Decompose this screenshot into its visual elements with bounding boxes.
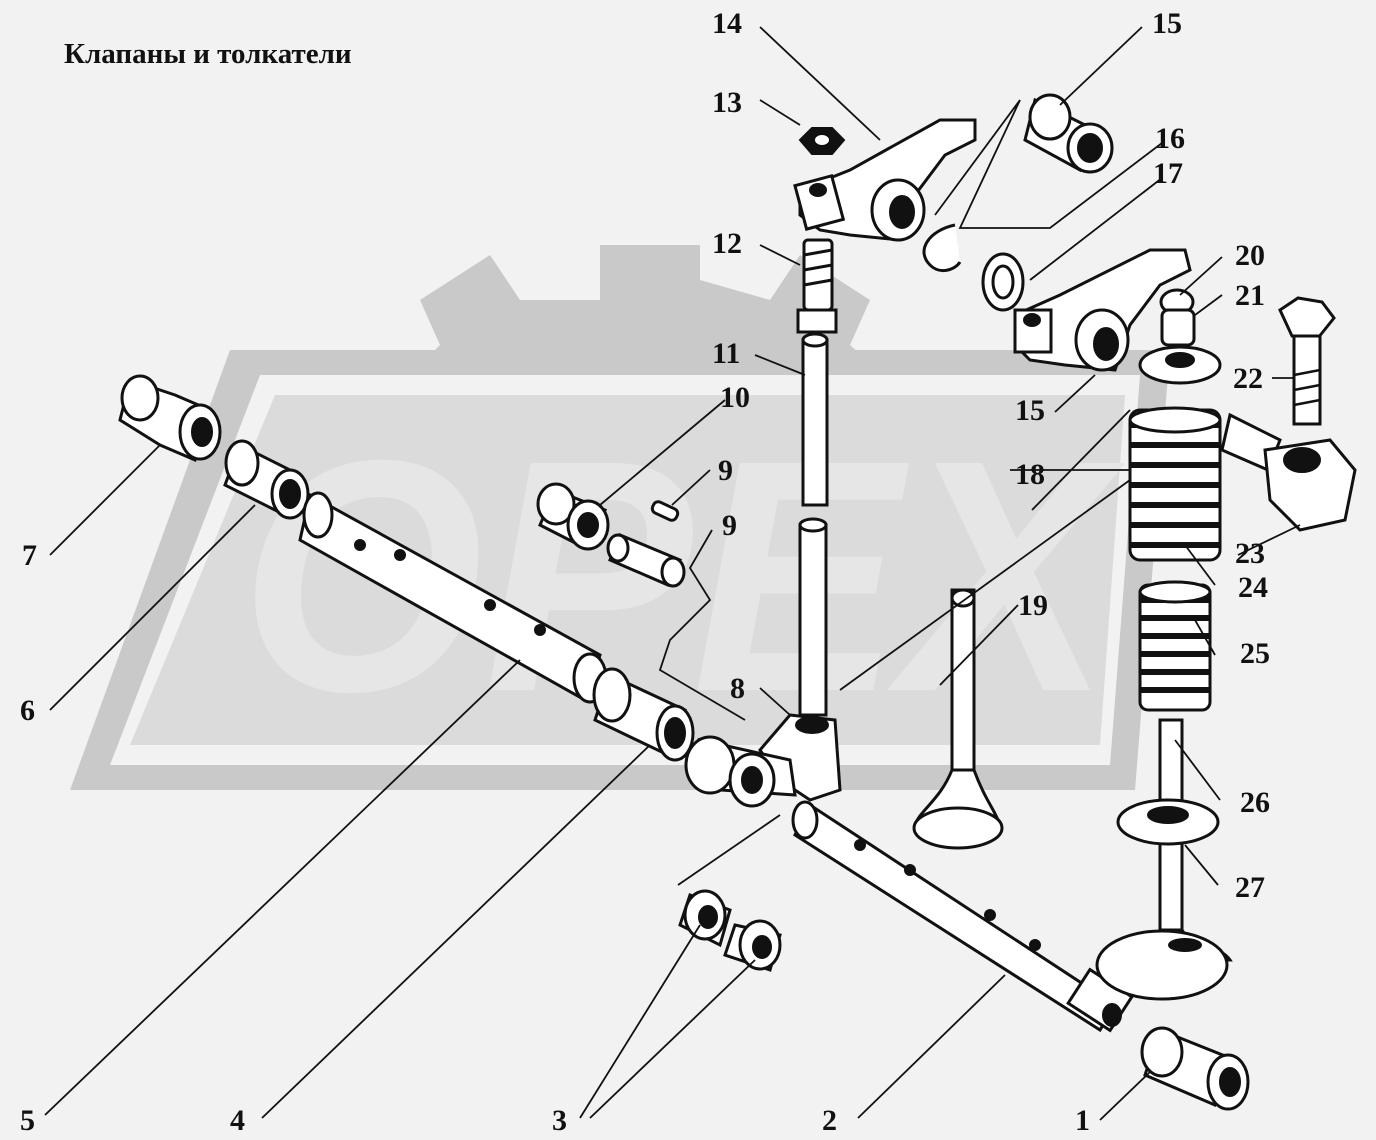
callout-8: 8 (730, 672, 745, 705)
callout-1: 1 (1075, 1104, 1090, 1137)
part-10-pin (650, 500, 680, 522)
part-14-nut (798, 127, 846, 155)
callout-24: 23 (1235, 537, 1265, 570)
callout-9: 9 (722, 509, 737, 542)
part-19-spring-plate (1138, 345, 1222, 385)
part-3-bushing-pair (678, 889, 782, 972)
part-20-valve (912, 588, 1004, 850)
part-13-adjusting-screw (796, 238, 838, 334)
callout-26: 25 (1240, 637, 1270, 670)
callout-6: 6 (20, 694, 35, 727)
callout-13: 12 (712, 227, 742, 260)
part-push-rod-lower (798, 517, 828, 717)
part-22-sleeve (1160, 308, 1196, 347)
part-17-retaining-ring (922, 223, 962, 273)
callout-7: 7 (22, 539, 37, 572)
part-4-spacer-sleeve (592, 667, 695, 762)
callout-28: 27 (1235, 871, 1265, 904)
callout-3: 3 (552, 1104, 567, 1137)
part-9-pin (606, 533, 686, 588)
part-25-outer-spring (1128, 406, 1222, 562)
callout-10: 9 (718, 454, 733, 487)
callout-17: 16 (1155, 122, 1185, 155)
callout-27: 26 (1240, 786, 1270, 819)
callout-16: 15 (1152, 7, 1182, 40)
callout-25: 24 (1238, 571, 1268, 604)
callout-2: 2 (822, 1104, 837, 1137)
callout-labels: 14 15 13 16 17 12 20 21 11 22 10 15 9 18… (20, 7, 1270, 1137)
part-16-bushing (1023, 93, 1114, 174)
part-6-spacer-sleeve (223, 439, 310, 520)
part-26-inner-spring (1138, 580, 1212, 712)
part-2-shaft (791, 800, 1134, 1033)
part-8-lever (684, 713, 842, 808)
part-15-rocker-arm-lower (1013, 248, 1192, 372)
diagram-title: Клапаны и толкатели (64, 38, 352, 70)
part-7-bushing (118, 374, 222, 463)
part-23-bolt (1278, 296, 1336, 426)
part-28-spring-washer (1116, 798, 1220, 846)
callout-20: 19 (1018, 589, 1048, 622)
callout-23: 22 (1233, 362, 1263, 395)
callout-4: 4 (230, 1104, 245, 1137)
watermark-banner-band (130, 395, 1125, 745)
callout-19: 18 (1015, 458, 1045, 491)
part-18-washer (981, 252, 1025, 312)
part-24-rocker-bracket (1220, 412, 1357, 532)
callout-14: 13 (712, 86, 742, 119)
callout-22: 21 (1235, 279, 1265, 312)
callout-15-upper: 14 (712, 7, 742, 40)
callout-12: 11 (712, 337, 740, 370)
part-15-rocker-arm-upper (793, 118, 977, 242)
callout-11: 10 (720, 381, 750, 414)
callout-15-lower: 15 (1015, 394, 1045, 427)
part-11-roller (536, 482, 610, 551)
part-12-push-rod (801, 332, 829, 507)
callout-5: 5 (20, 1104, 35, 1137)
callout-21: 20 (1235, 239, 1265, 272)
leader-lines (44, 26, 1301, 1121)
callout-18: 17 (1153, 157, 1183, 190)
part-1-bushing (1140, 1026, 1250, 1111)
